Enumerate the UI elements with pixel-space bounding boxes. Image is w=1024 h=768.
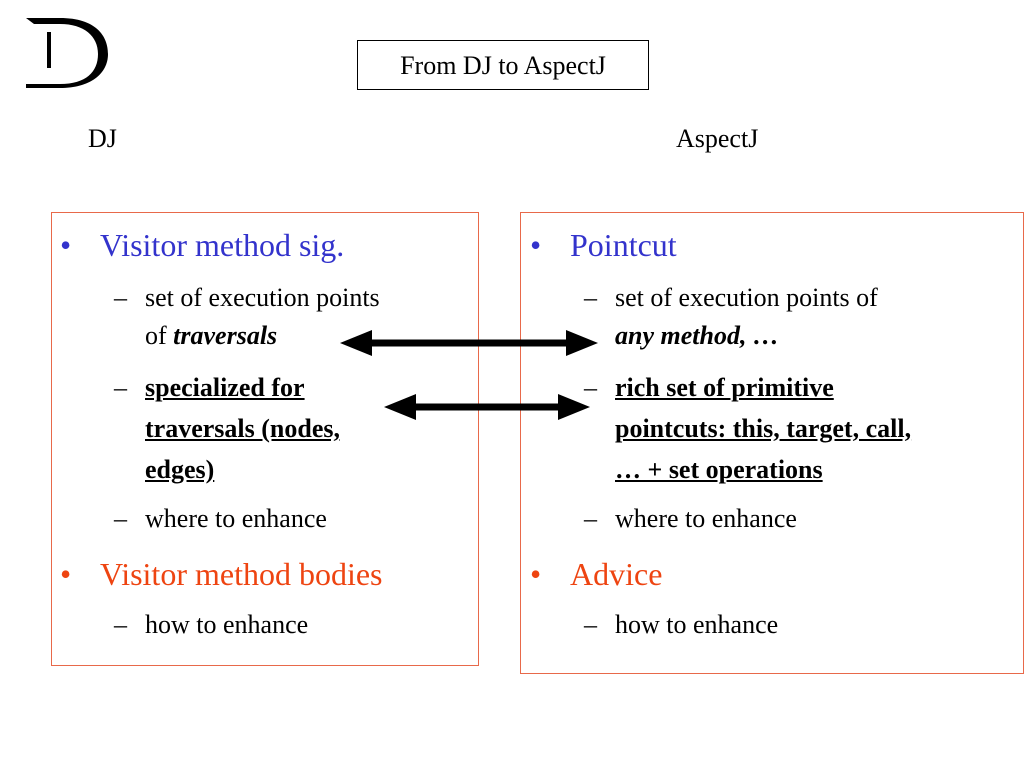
column-heading-aspectj: AspectJ bbox=[676, 124, 759, 153]
sub-text-line3: … + set operations bbox=[615, 455, 823, 484]
sub-text-line1: set of execution points of bbox=[615, 283, 878, 312]
bullet-text: Visitor method sig. bbox=[100, 227, 345, 263]
sub-text-line3: edges) bbox=[145, 455, 215, 484]
sub-text: where to enhance bbox=[145, 504, 327, 533]
bullet-text: Advice bbox=[570, 556, 663, 592]
dj-panel bbox=[51, 212, 479, 666]
sub-text-prefix: of bbox=[145, 321, 174, 350]
bullet-text: Pointcut bbox=[570, 227, 677, 263]
column-heading-dj: DJ bbox=[88, 124, 117, 153]
bullet-glyph: • bbox=[60, 556, 72, 592]
any-method-emphasis: any method, … bbox=[615, 321, 779, 350]
sub-text: how to enhance bbox=[615, 610, 779, 639]
aspectj-panel bbox=[520, 212, 1024, 674]
dj-logo-icon bbox=[26, 18, 108, 88]
dash-glyph: – bbox=[114, 373, 127, 402]
sub-text-line1: specialized for bbox=[145, 373, 305, 402]
sub-text-line2: of traversals bbox=[145, 317, 277, 355]
bullet-glyph: • bbox=[60, 227, 72, 263]
bullet-glyph: • bbox=[530, 556, 542, 592]
bullet-glyph: • bbox=[530, 227, 542, 263]
sub-text: how to enhance bbox=[145, 610, 309, 639]
dash-glyph: – bbox=[114, 283, 127, 312]
dash-glyph: – bbox=[584, 373, 597, 402]
sub-text-line1: set of execution points bbox=[145, 283, 380, 312]
sub-text-line2: pointcuts: this, target, call, bbox=[615, 414, 912, 443]
dash-glyph: – bbox=[584, 610, 597, 639]
dash-glyph: – bbox=[114, 610, 127, 639]
bullet-text: Visitor method bodies bbox=[100, 556, 383, 592]
sub-text: where to enhance bbox=[615, 504, 797, 533]
dash-glyph: – bbox=[584, 283, 597, 312]
slide-title: From DJ to AspectJ bbox=[357, 40, 649, 90]
dash-glyph: – bbox=[114, 504, 127, 533]
sub-text-line1: rich set of primitive bbox=[615, 373, 834, 402]
dash-glyph: – bbox=[584, 504, 597, 533]
sub-text-line2: traversals (nodes, bbox=[145, 414, 340, 443]
traversals-emphasis: traversals bbox=[173, 321, 278, 350]
